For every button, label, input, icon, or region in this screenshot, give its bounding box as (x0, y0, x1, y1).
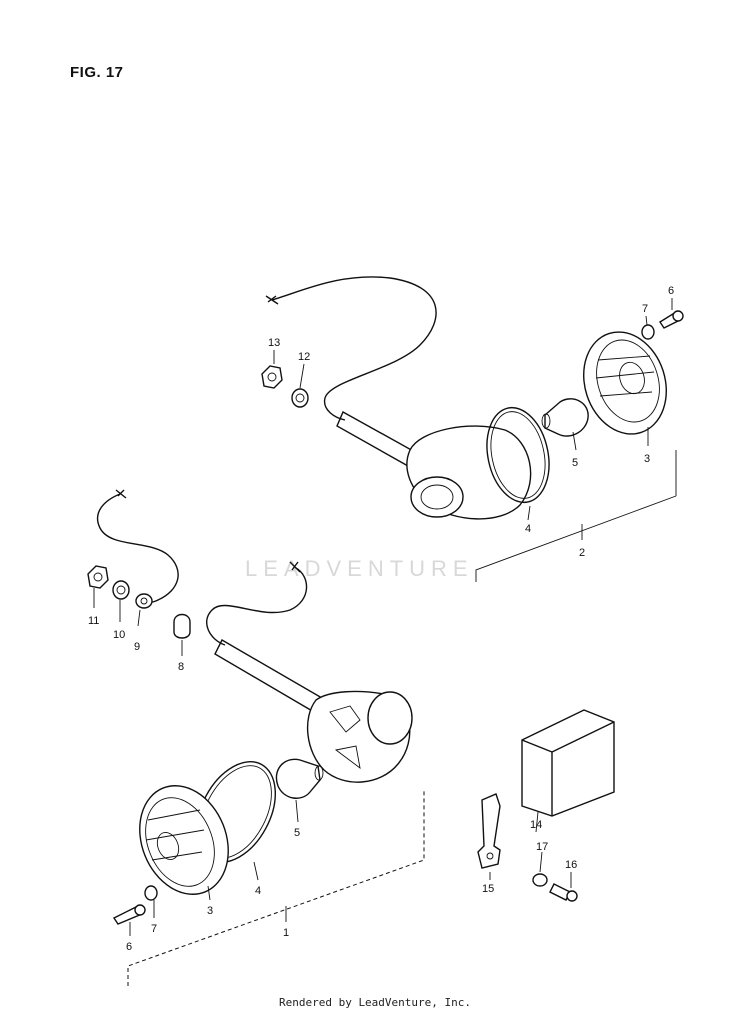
callout-5-lower: 5 (294, 827, 300, 839)
gasket-upper (486, 406, 550, 504)
turn-signal-assembly-upper (261, 276, 684, 582)
callout-15: 15 (482, 883, 494, 895)
callout-4-lower: 4 (255, 885, 261, 897)
flasher-relay (521, 709, 615, 817)
callout-1: 1 (283, 927, 289, 939)
grommet-lower (173, 613, 191, 639)
footer-credit: Rendered by LeadVenture, Inc. (278, 996, 472, 1009)
washer-lock-upper (291, 388, 309, 408)
callout-6-upper: 6 (668, 285, 674, 297)
callout-5-upper: 5 (572, 457, 578, 469)
callout-14: 14 (530, 819, 542, 831)
relay-washer (532, 873, 548, 887)
bracket-2 (475, 450, 677, 582)
callout-12: 12 (298, 351, 310, 363)
callout-16: 16 (565, 859, 577, 871)
turn-signal-assembly-lower (87, 489, 425, 986)
callout-7-lower: 7 (151, 923, 157, 935)
wire-upper (271, 276, 437, 421)
callout-7-upper: 7 (642, 303, 648, 315)
callout-3-upper: 3 (644, 453, 650, 465)
wire-lower-left (96, 493, 179, 603)
callout-8: 8 (178, 661, 184, 673)
callout-13: 13 (268, 337, 280, 349)
nut-upper (261, 365, 283, 389)
washer-lens-lower (144, 885, 158, 901)
ring-terminal (135, 593, 153, 609)
relay-screw (532, 851, 578, 902)
washer-lower (112, 580, 130, 600)
figure-title: FIG. 17 (70, 64, 124, 81)
cable-sleeve-upper (336, 411, 416, 467)
callout-6-lower: 6 (126, 941, 132, 953)
bulb-upper (544, 398, 589, 437)
callout-2: 2 (579, 547, 585, 559)
relay-bracket (477, 793, 539, 880)
watermark: LEADVENTURE (245, 556, 474, 581)
callout-11: 11 (88, 615, 99, 627)
nut-lower (87, 565, 109, 589)
relay-body (521, 709, 615, 817)
callout-9: 9 (134, 641, 140, 653)
bulb-lower (275, 758, 321, 799)
lens-lower (139, 785, 229, 895)
lens-upper (583, 331, 667, 435)
wire-lower-main (206, 567, 308, 646)
callout-4-upper: 4 (525, 523, 531, 535)
bracket-1 (127, 790, 425, 986)
cable-sleeve-lower (214, 639, 323, 713)
callout-10: 10 (113, 629, 125, 641)
washer-upper (641, 324, 655, 340)
callout-17: 17 (536, 841, 548, 853)
callout-3-lower: 3 (207, 905, 213, 917)
